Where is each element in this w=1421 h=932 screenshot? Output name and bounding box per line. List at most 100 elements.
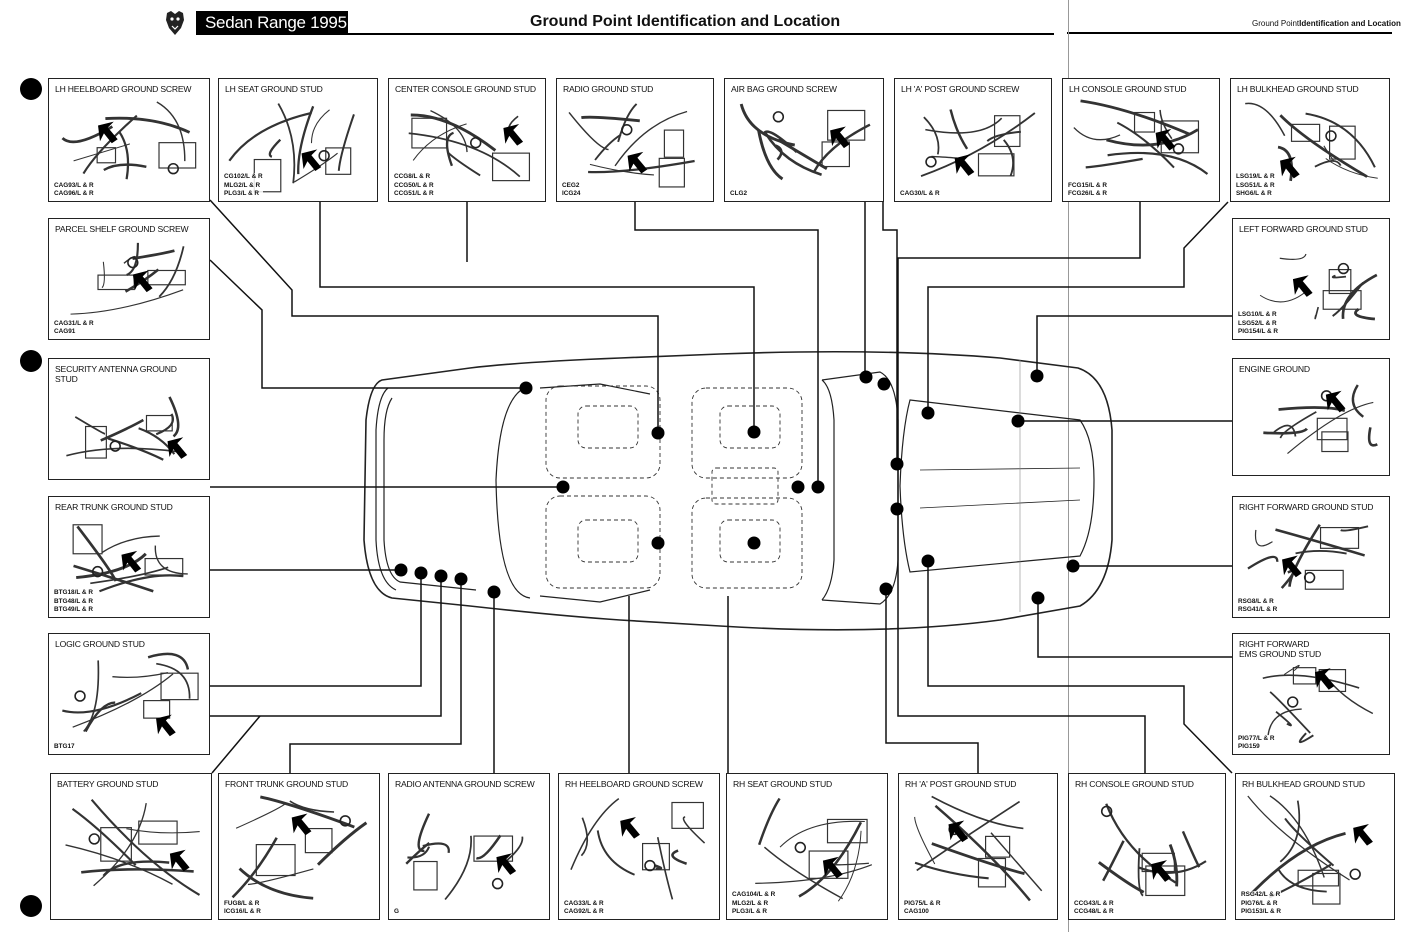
ground-point-dot[interactable]: [811, 480, 825, 494]
leader-line: [885, 589, 979, 773]
ground-code: ICG24: [562, 189, 581, 197]
arrow-icon: [1325, 390, 1346, 413]
ground-codes: CAG30/L & R: [900, 189, 940, 198]
running-title: Ground PointIdentification and Location: [1252, 19, 1401, 28]
binder-hole-icon: [20, 78, 42, 100]
ground-point-dot[interactable]: [921, 554, 935, 568]
arrow-icon: [156, 714, 176, 737]
ground-point-dot[interactable]: [414, 566, 428, 580]
panel-title: RADIO ANTENNA GROUND SCREW: [395, 779, 535, 789]
ground-code: CCG50/L & R: [394, 181, 434, 189]
ground-point-dot[interactable]: [877, 377, 891, 391]
ground-point-dot[interactable]: [651, 536, 665, 550]
ground-point-dot[interactable]: [556, 480, 570, 494]
ground-point-dot[interactable]: [879, 582, 893, 596]
ground-code: PIG159: [1238, 742, 1260, 750]
ground-code: CLG2: [730, 189, 748, 197]
panel-title: LH BULKHEAD GROUND STUD: [1237, 84, 1359, 94]
ground-point-dot[interactable]: [454, 572, 468, 586]
ground-codes: BTG17: [54, 742, 75, 751]
component-illustration: [920, 109, 1036, 177]
ground-point-dot[interactable]: [519, 381, 533, 395]
ground-code: BTG48/L & R: [54, 597, 93, 605]
ground-code: BTG49/L & R: [54, 605, 93, 613]
ground-code: CCG48/L & R: [1074, 907, 1114, 915]
ground-point-dot[interactable]: [487, 585, 501, 599]
arrow-icon: [822, 856, 843, 879]
component-illustration: [405, 813, 524, 901]
arrow-icon: [627, 151, 648, 174]
ground-code: LSG51/L & R: [1236, 181, 1275, 189]
panel-title: BATTERY GROUND STUD: [57, 779, 159, 789]
ground-point-dot[interactable]: [747, 536, 761, 550]
ground-code: ICG16/L & R: [224, 907, 261, 915]
leader-line: [897, 509, 1146, 773]
component-illustration: [1247, 795, 1373, 905]
ground-code: LSG19/L & R: [1236, 173, 1275, 181]
arrow-icon: [167, 437, 188, 459]
leader-line: [1036, 315, 1232, 376]
ground-point-dot[interactable]: [859, 370, 873, 384]
arrow-icon: [954, 154, 975, 176]
ground-point-dot[interactable]: [890, 457, 904, 471]
component-illustration: [570, 798, 706, 900]
arrow-icon: [301, 149, 322, 172]
panel-title: PARCEL SHELF GROUND SCREW: [55, 224, 189, 234]
panel-title: RH CONSOLE GROUND STUD: [1075, 779, 1194, 789]
model-badge: Sedan Range 1995: [196, 11, 348, 35]
header-rule: [196, 33, 1054, 35]
arrow-icon: [1282, 555, 1302, 578]
ground-point-dot[interactable]: [1030, 369, 1044, 383]
arrow-icon: [1155, 128, 1176, 151]
ground-point-dot[interactable]: [747, 425, 761, 439]
panel-title: RH SEAT GROUND STUD: [733, 779, 833, 789]
ground-point-dot[interactable]: [394, 563, 408, 577]
ground-code: BTG17: [54, 742, 75, 750]
ground-code: PIG154/L & R: [1238, 327, 1279, 335]
arrow-icon: [98, 121, 118, 144]
arrow-icon: [1314, 668, 1335, 690]
ground-code: CEG2: [562, 181, 580, 189]
ground-code: RSG41/L & R: [1238, 605, 1278, 613]
ground-code: PLG3/L & R: [224, 189, 260, 197]
panel-title: LH CONSOLE GROUND STUD: [1069, 84, 1187, 94]
panel-title: RH HEELBOARD GROUND SCREW: [565, 779, 703, 789]
panel-title: LH SEAT GROUND STUD: [225, 84, 323, 94]
ground-code: CAG100: [904, 907, 929, 915]
ground-point-dot[interactable]: [1011, 414, 1025, 428]
ground-point-dot[interactable]: [651, 426, 665, 440]
ground-point-dot[interactable]: [1031, 591, 1045, 605]
ground-code: CAG96/L & R: [54, 189, 94, 197]
panel-battery: BATTERY GROUND STUD: [50, 773, 212, 920]
component-illustration: [231, 795, 368, 900]
leader-line: [210, 573, 422, 687]
ground-point-dot[interactable]: [791, 480, 805, 494]
ground-codes: CLG2: [730, 189, 748, 198]
binder-hole-icon: [20, 350, 42, 372]
leader-line: [211, 715, 261, 774]
component-illustration: [70, 242, 186, 315]
leader-line: [319, 202, 755, 432]
ground-point-dot[interactable]: [1066, 559, 1080, 573]
ground-point-dot[interactable]: [434, 569, 448, 583]
ground-point-dot[interactable]: [890, 502, 904, 516]
ground-point-dot[interactable]: [921, 406, 935, 420]
